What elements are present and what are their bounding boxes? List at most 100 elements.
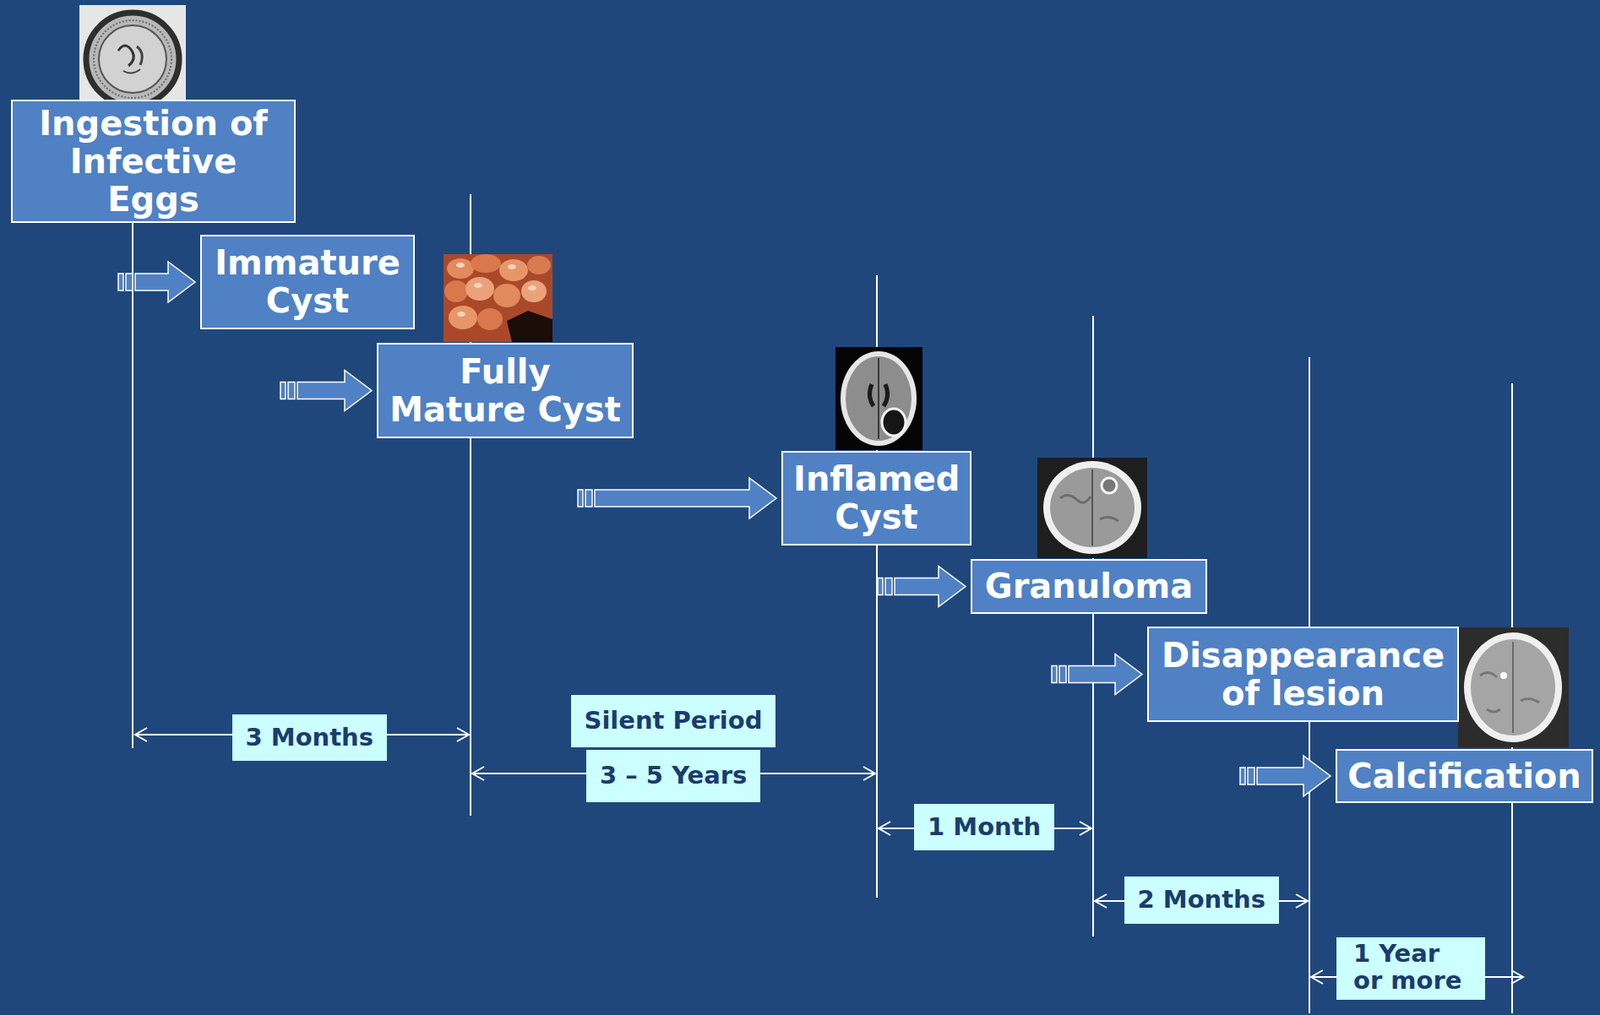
arrow-tail xyxy=(125,273,133,291)
arrow-tail xyxy=(885,578,893,596)
stage-label: Fully Mature Cyst xyxy=(388,353,622,430)
cyst-photo xyxy=(507,264,517,270)
arrow-tail xyxy=(1051,666,1057,684)
dimension-arrowhead xyxy=(135,728,147,742)
block-arrow xyxy=(280,370,372,412)
stage-box: Fully Mature Cyst xyxy=(376,342,634,439)
mri-scan xyxy=(835,347,923,451)
mri-scan xyxy=(840,351,917,447)
dimension-arrowhead xyxy=(1311,970,1323,985)
cyst-photo xyxy=(470,254,501,273)
arrow-shaft xyxy=(594,478,777,519)
stage-label: Inflamed Cyst xyxy=(793,460,960,537)
cyst-photo xyxy=(448,305,478,330)
mri-scan xyxy=(877,358,880,440)
arrow-tail xyxy=(1240,767,1246,785)
duration-label: Silent Period xyxy=(584,707,763,735)
arrow-tail xyxy=(288,382,295,400)
ct-scan xyxy=(1470,639,1556,736)
stage-box: Granuloma xyxy=(970,559,1208,615)
mri-scan xyxy=(881,408,906,436)
block-arrow xyxy=(1240,756,1331,797)
duration-label: 3 Months xyxy=(245,724,374,752)
block-arrow xyxy=(118,261,196,303)
ct-scan xyxy=(1458,627,1569,748)
cyst-photo xyxy=(443,254,553,343)
stage-label: Calcification xyxy=(1347,757,1582,796)
duration-box: 2 Months xyxy=(1124,876,1279,925)
ct-scan xyxy=(1480,672,1540,713)
ct-scan xyxy=(1091,469,1094,546)
dimension-arrowhead xyxy=(1079,821,1092,836)
egg-micrograph xyxy=(79,5,186,113)
stage-label: Granuloma xyxy=(982,567,1196,606)
cyst-photo xyxy=(456,262,465,268)
ct-scan xyxy=(1512,642,1514,734)
mri-scan xyxy=(835,347,923,451)
cyst-photo xyxy=(527,255,551,275)
dimension-arrowhead xyxy=(457,728,469,742)
arrow-tail xyxy=(585,489,593,507)
cyst-photo xyxy=(477,308,503,331)
egg-micrograph xyxy=(136,46,142,66)
ct-scan xyxy=(1043,461,1142,555)
stage-label: Immature Cyst xyxy=(212,244,403,321)
arrow-tail xyxy=(118,273,124,291)
arrow-tail xyxy=(1059,666,1067,684)
block-arrow xyxy=(577,478,777,519)
cyst-photo xyxy=(457,311,466,317)
cyst-photo xyxy=(493,283,521,308)
stage-line xyxy=(132,194,1513,1014)
duration-box: 3 Months xyxy=(232,714,387,762)
cyst-photo xyxy=(499,259,528,282)
stage-label: Ingestion of Infective Eggs xyxy=(22,104,284,218)
stage-box: Inflamed Cyst xyxy=(781,451,972,546)
egg-micrograph xyxy=(98,25,167,93)
mri-scan xyxy=(845,356,912,441)
arrow-shaft xyxy=(1068,654,1143,696)
ct-scan xyxy=(1463,632,1562,743)
arrow-shaft xyxy=(297,370,372,412)
cyst-photo xyxy=(527,285,537,291)
ct-scan xyxy=(1500,672,1508,680)
dimension-arrowhead xyxy=(1094,894,1107,909)
dimension-arrowhead xyxy=(863,767,876,781)
arrow-tail xyxy=(280,382,286,400)
duration-label: 1 Month xyxy=(927,814,1041,842)
stage-box: Immature Cyst xyxy=(200,234,415,330)
block-arrow xyxy=(877,566,966,608)
duration-box: Silent Period xyxy=(571,695,777,748)
duration-label: 1 Year or more xyxy=(1353,941,1469,996)
arrow-tail xyxy=(577,489,583,507)
cyst-photo xyxy=(446,258,474,279)
stage-box: Ingestion of Infective Eggs xyxy=(10,99,296,224)
arrow-tail xyxy=(877,578,883,596)
cyst-photo xyxy=(506,310,553,343)
dimension-arrowhead xyxy=(1295,894,1308,909)
arrow-shaft xyxy=(135,261,196,303)
cyst-photo xyxy=(465,277,495,301)
ct-scan xyxy=(1037,457,1148,559)
ct-scan xyxy=(1050,468,1135,548)
duration-box: 1 Month xyxy=(914,804,1055,851)
egg-micrograph xyxy=(118,45,134,66)
ct-scan xyxy=(1101,478,1117,494)
cyst-photo xyxy=(521,280,547,303)
stage-box: Disappearance of lesion xyxy=(1147,626,1459,723)
duration-box: 1 Year or more xyxy=(1336,937,1486,1001)
duration-box: 3 – 5 Years xyxy=(586,750,761,803)
duration-label: 2 Months xyxy=(1137,887,1266,915)
block-arrow xyxy=(1051,654,1143,696)
ct-scan xyxy=(1037,457,1148,559)
egg-micrograph xyxy=(86,12,180,106)
dimension-arrowhead xyxy=(472,767,485,781)
dimension-arrowhead xyxy=(878,821,891,836)
egg-micrograph xyxy=(93,20,172,98)
ct-scan xyxy=(1458,627,1569,748)
mri-scan xyxy=(869,384,888,407)
stage-line xyxy=(1092,315,1094,937)
arrow-tail xyxy=(1247,767,1255,785)
dimension-arrowhead xyxy=(1511,970,1524,985)
egg-micrograph xyxy=(123,69,141,74)
